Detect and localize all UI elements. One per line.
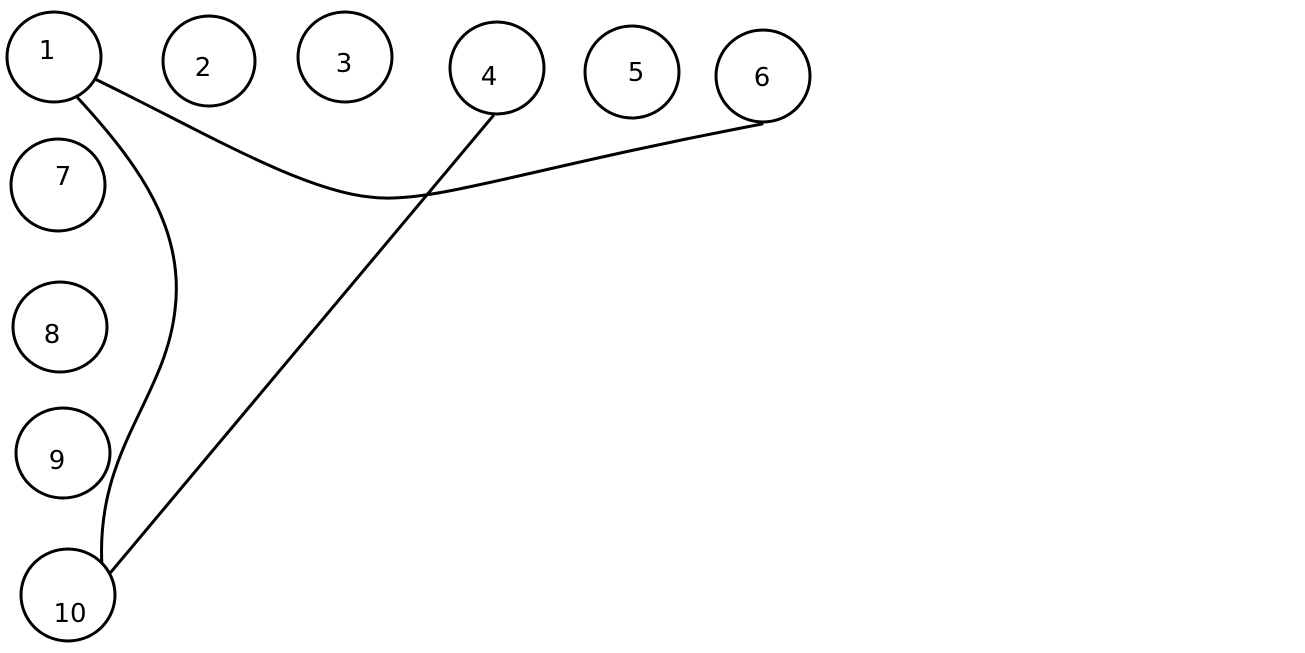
node-label: 4 [481, 62, 498, 92]
edge-1-6 [95, 78, 764, 200]
node-circle [583, 24, 681, 120]
node-circle [161, 14, 257, 108]
node-8: 8 [11, 280, 109, 374]
node-10: 10 [19, 547, 117, 643]
node-circle [11, 280, 109, 374]
node-circle [296, 10, 394, 104]
edge-1-10 [74, 94, 178, 569]
node-circle [448, 20, 546, 116]
edges-layer [74, 78, 764, 574]
node-label: 7 [55, 162, 72, 192]
node-5: 5 [583, 24, 681, 120]
node-label: 10 [53, 599, 86, 629]
node-6: 6 [714, 28, 812, 124]
nodes-layer: 1 2 3 4 5 6 7 8 9 10 [5, 10, 812, 643]
node-label: 5 [628, 58, 645, 88]
node-7: 7 [9, 137, 107, 233]
node-4: 4 [448, 20, 546, 116]
node-circle [714, 28, 812, 124]
node-9: 9 [14, 406, 112, 500]
node-label: 3 [336, 49, 353, 79]
node-label: 1 [39, 36, 56, 66]
node-circle [9, 137, 107, 233]
node-label: 8 [44, 320, 61, 350]
node-circle [14, 406, 112, 500]
node-label: 2 [195, 53, 212, 83]
node-circle [5, 10, 103, 104]
node-label: 6 [754, 63, 771, 93]
node-label: 9 [49, 446, 66, 476]
node-circle [19, 547, 117, 643]
node-3: 3 [296, 10, 394, 104]
node-1: 1 [5, 10, 103, 104]
edge-4-10 [109, 114, 495, 574]
node-2: 2 [161, 14, 257, 108]
